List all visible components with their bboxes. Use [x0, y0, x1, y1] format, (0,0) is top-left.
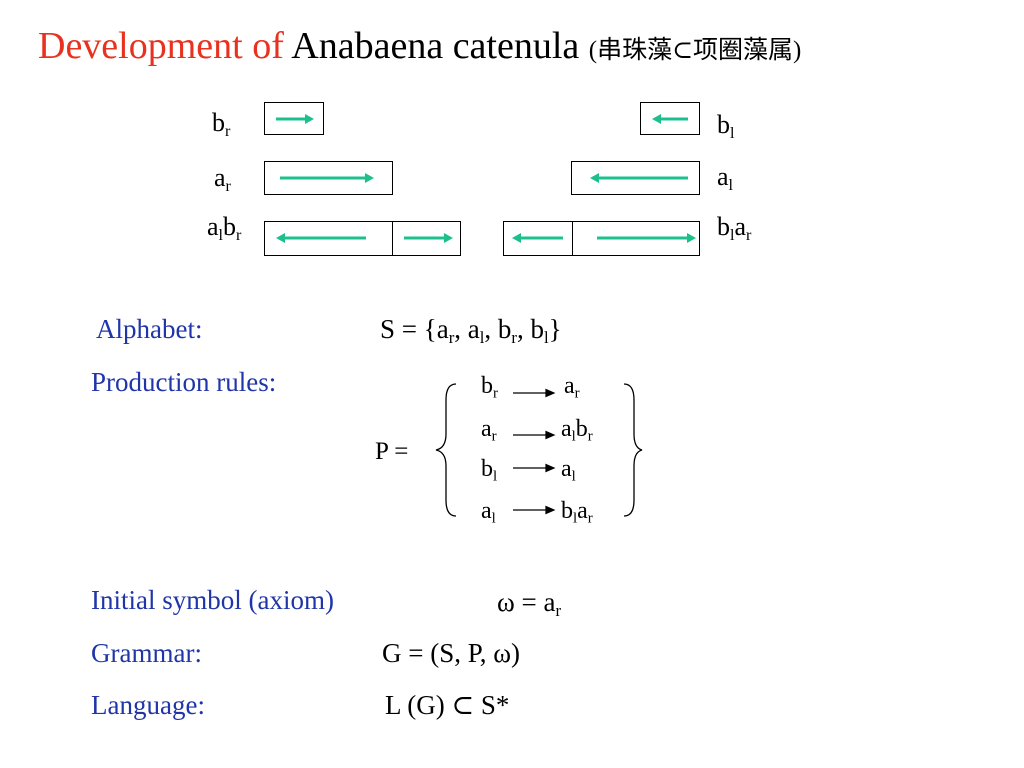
cell-divider [572, 222, 573, 255]
label-albr-left: albr [207, 212, 242, 244]
arrow-left-bl [512, 233, 563, 243]
title-chinese: (串珠藻⊂项圈藻属) [588, 37, 802, 64]
rule-rhs: albr [561, 416, 593, 445]
label-ar-left: ar [214, 163, 231, 195]
axiom-expr: ω = ar [497, 587, 562, 621]
arrow-right-ar [597, 233, 696, 243]
production-label: Production rules: [91, 367, 277, 397]
arrow-right-br [404, 233, 453, 243]
alphabet-label: Alphabet: [96, 314, 203, 344]
label-blar-right: blar [717, 212, 752, 244]
rule-rhs: al [561, 456, 576, 485]
cell-arrows [276, 114, 696, 243]
rule-lhs: al [481, 498, 496, 527]
title-prefix: Development of [38, 25, 284, 67]
arrow-left-al [590, 173, 688, 183]
arrow-left-bl [652, 114, 688, 124]
rule-lhs: bl [481, 456, 498, 485]
label-br-left: br [212, 108, 231, 140]
arrow-right-ar [280, 173, 374, 183]
rule-rhs: blar [561, 498, 593, 527]
title-species: Anabaena catenula [291, 25, 580, 67]
label-al-right: al [717, 162, 734, 194]
label-bl-right: bl [717, 110, 735, 142]
axiom-label: Initial symbol (axiom) [91, 585, 334, 615]
rule-rhs: ar [564, 373, 580, 402]
language-expr: L (G) ⊂ S* [385, 690, 510, 720]
page-title: Development of Anabaena catenula (串珠藻⊂项圈… [38, 24, 801, 68]
production-braces [435, 383, 643, 517]
grammar-label: Grammar: [91, 638, 202, 668]
production-p-label: P = [375, 438, 409, 465]
alphabet-expr: S = {ar, al, br, bl} [380, 314, 562, 348]
grammar-expr: G = (S, P, ω) [382, 638, 521, 668]
arrow-left-al [276, 233, 366, 243]
rule-lhs: ar [481, 416, 497, 445]
arrow-right-br [276, 114, 314, 124]
rule-arrows [513, 388, 556, 515]
cell-divider [392, 222, 393, 255]
rule-lhs: br [481, 373, 498, 402]
language-label: Language: [91, 690, 205, 720]
